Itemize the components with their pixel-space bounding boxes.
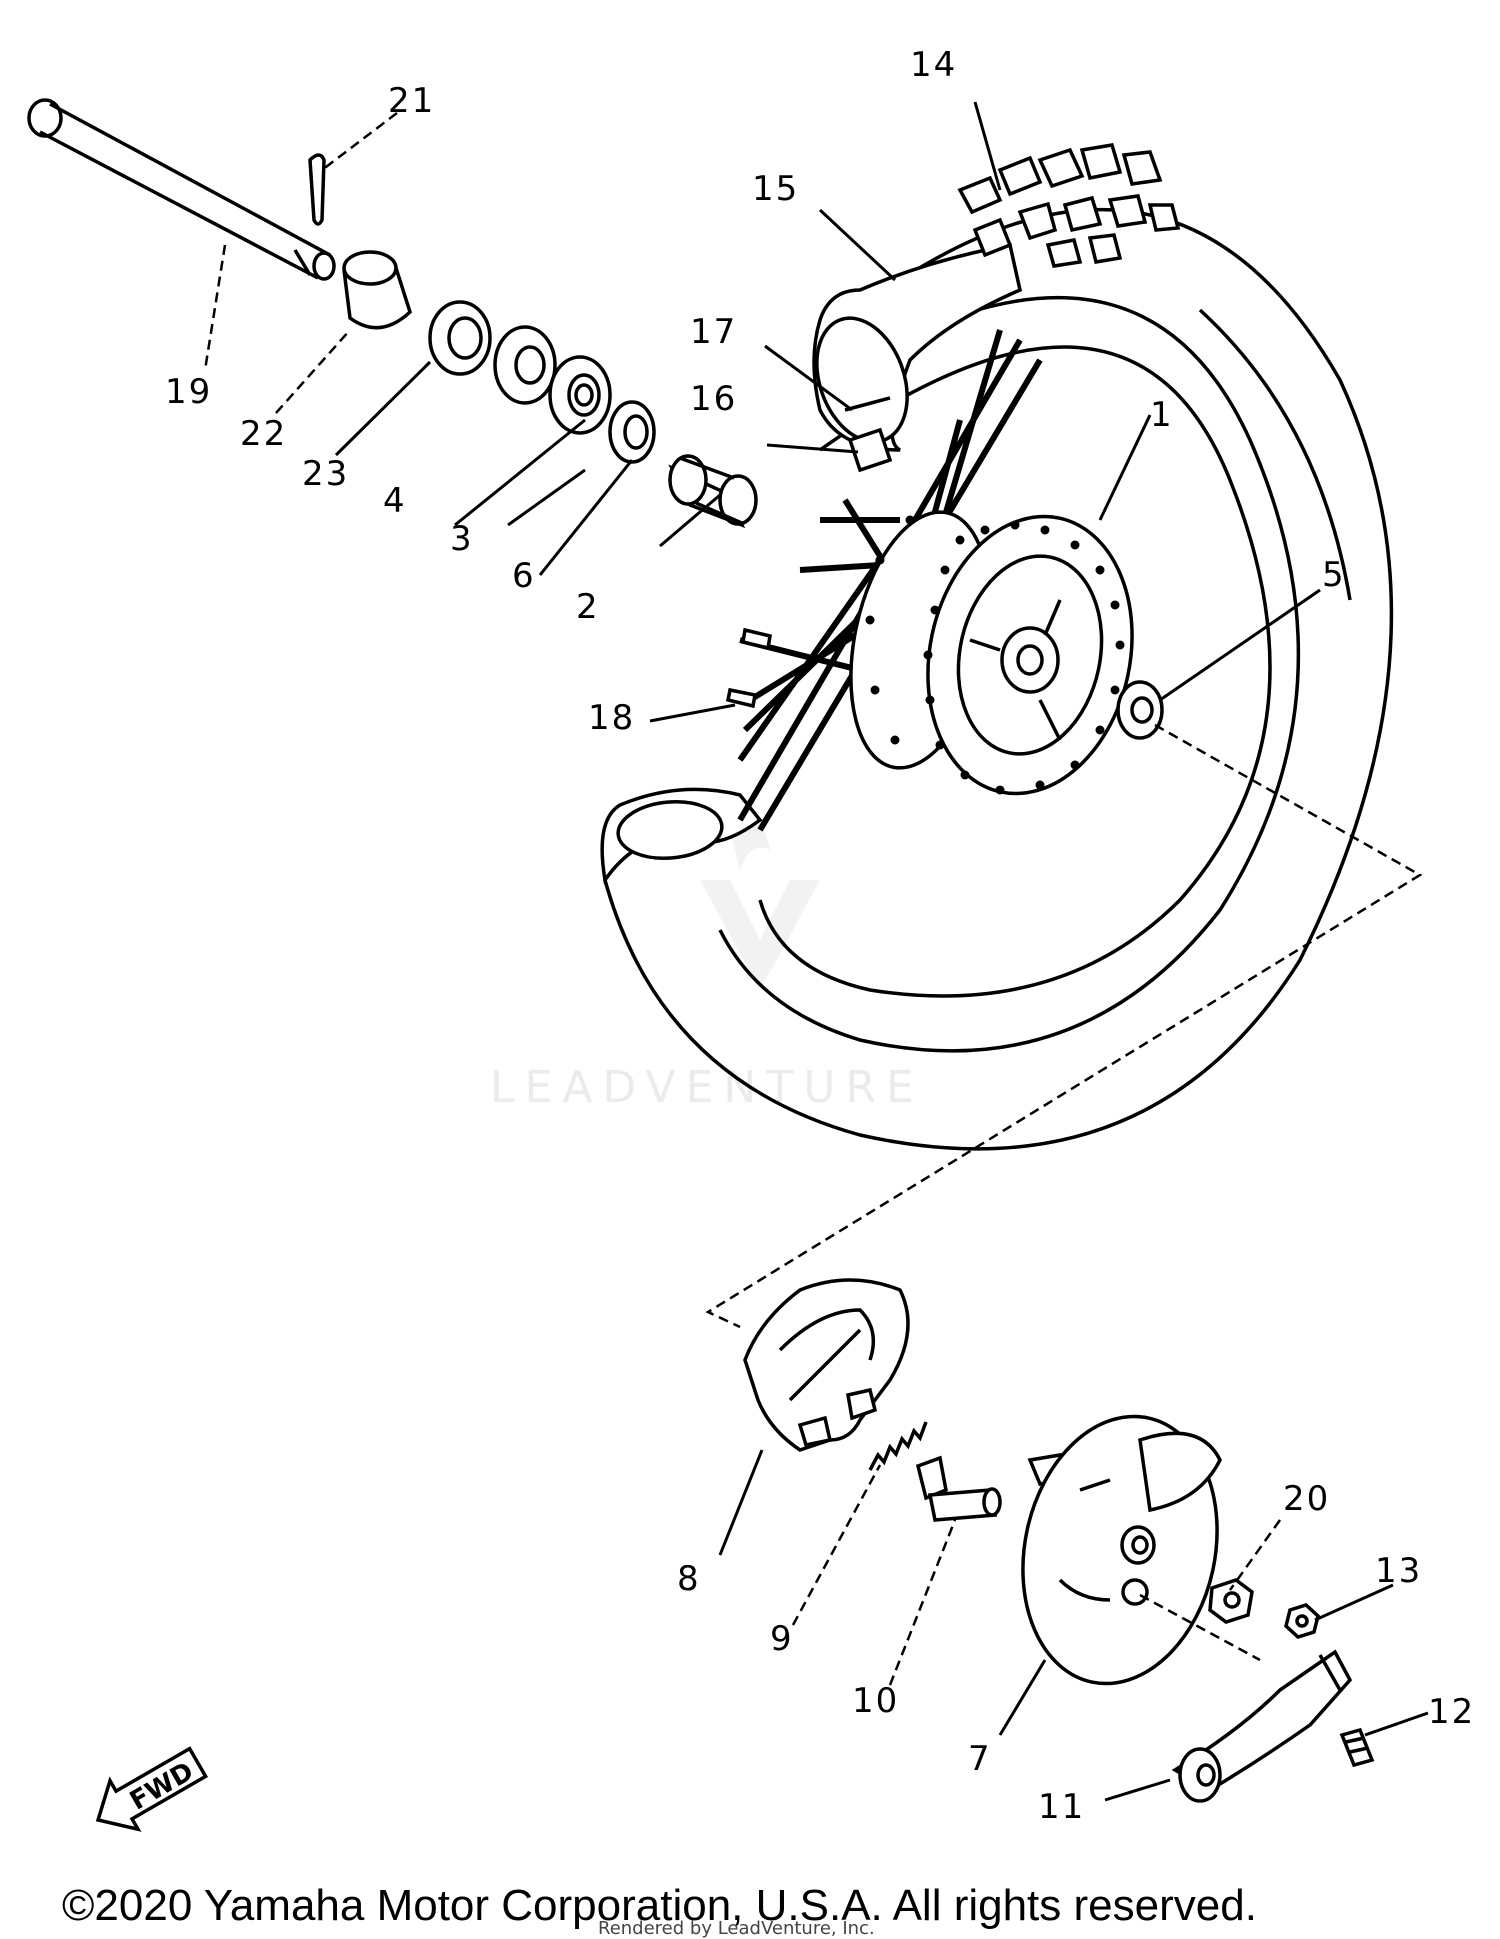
callout-16: 16 <box>690 379 737 419</box>
callout-10: 10 <box>852 1681 899 1721</box>
callout-21: 21 <box>388 81 435 121</box>
nut-20 <box>1208 1578 1254 1624</box>
oil-seal <box>608 400 656 464</box>
callout-5: 5 <box>1322 555 1346 595</box>
callout-2: 2 <box>576 587 600 627</box>
callout-12: 12 <box>1428 1692 1475 1732</box>
copyright-text: ©2020 Yamaha Motor Corporation, U.S.A. A… <box>62 1881 1257 1930</box>
callout-3: 3 <box>450 519 474 559</box>
hub <box>849 510 1134 796</box>
cam-lever <box>1171 1649 1353 1803</box>
callout-23: 23 <box>302 454 349 494</box>
callout-22: 22 <box>240 414 287 454</box>
callout-13: 13 <box>1375 1551 1422 1591</box>
bolt-12 <box>1339 1727 1375 1768</box>
collar <box>342 250 413 330</box>
spacer <box>668 454 758 529</box>
bearing-4 <box>493 325 557 405</box>
callout-17: 17 <box>690 312 737 352</box>
axle <box>27 98 336 281</box>
callout-19: 19 <box>165 372 212 412</box>
callout-9: 9 <box>770 1619 794 1659</box>
callout-11: 11 <box>1038 1787 1085 1827</box>
valve-stem <box>844 396 893 473</box>
camshaft <box>915 1455 1002 1522</box>
callout-8: 8 <box>677 1559 701 1599</box>
dust-seal <box>428 300 492 376</box>
rendered-by-text: Rendered by LeadVenture, Inc. <box>598 1918 875 1939</box>
brake-plate <box>1021 1414 1222 1686</box>
callout-14: 14 <box>910 45 957 85</box>
spoke-nipples <box>725 627 772 709</box>
bearing-3 <box>548 355 612 435</box>
brake-shoes <box>743 1278 910 1452</box>
watermark-text: LEADVENTURE <box>490 1062 924 1113</box>
callout-20: 20 <box>1283 1479 1330 1519</box>
nut-13 <box>1284 1603 1320 1639</box>
cotter-pin <box>308 153 326 226</box>
assembly-line <box>705 723 1423 1329</box>
bearing-5 <box>1116 680 1164 740</box>
tire <box>600 143 1394 1151</box>
callout-7: 7 <box>968 1739 992 1779</box>
fwd-arrow: FWD <box>95 1746 209 1832</box>
spring <box>868 1421 928 1471</box>
callout-15: 15 <box>752 169 799 209</box>
assembly-line-lever <box>1139 1593 1261 1662</box>
callout-1: 1 <box>1150 395 1174 435</box>
leader-lines <box>203 101 1429 1802</box>
callout-18: 18 <box>588 698 635 738</box>
callout-4: 4 <box>383 481 407 521</box>
callout-6: 6 <box>512 556 536 596</box>
